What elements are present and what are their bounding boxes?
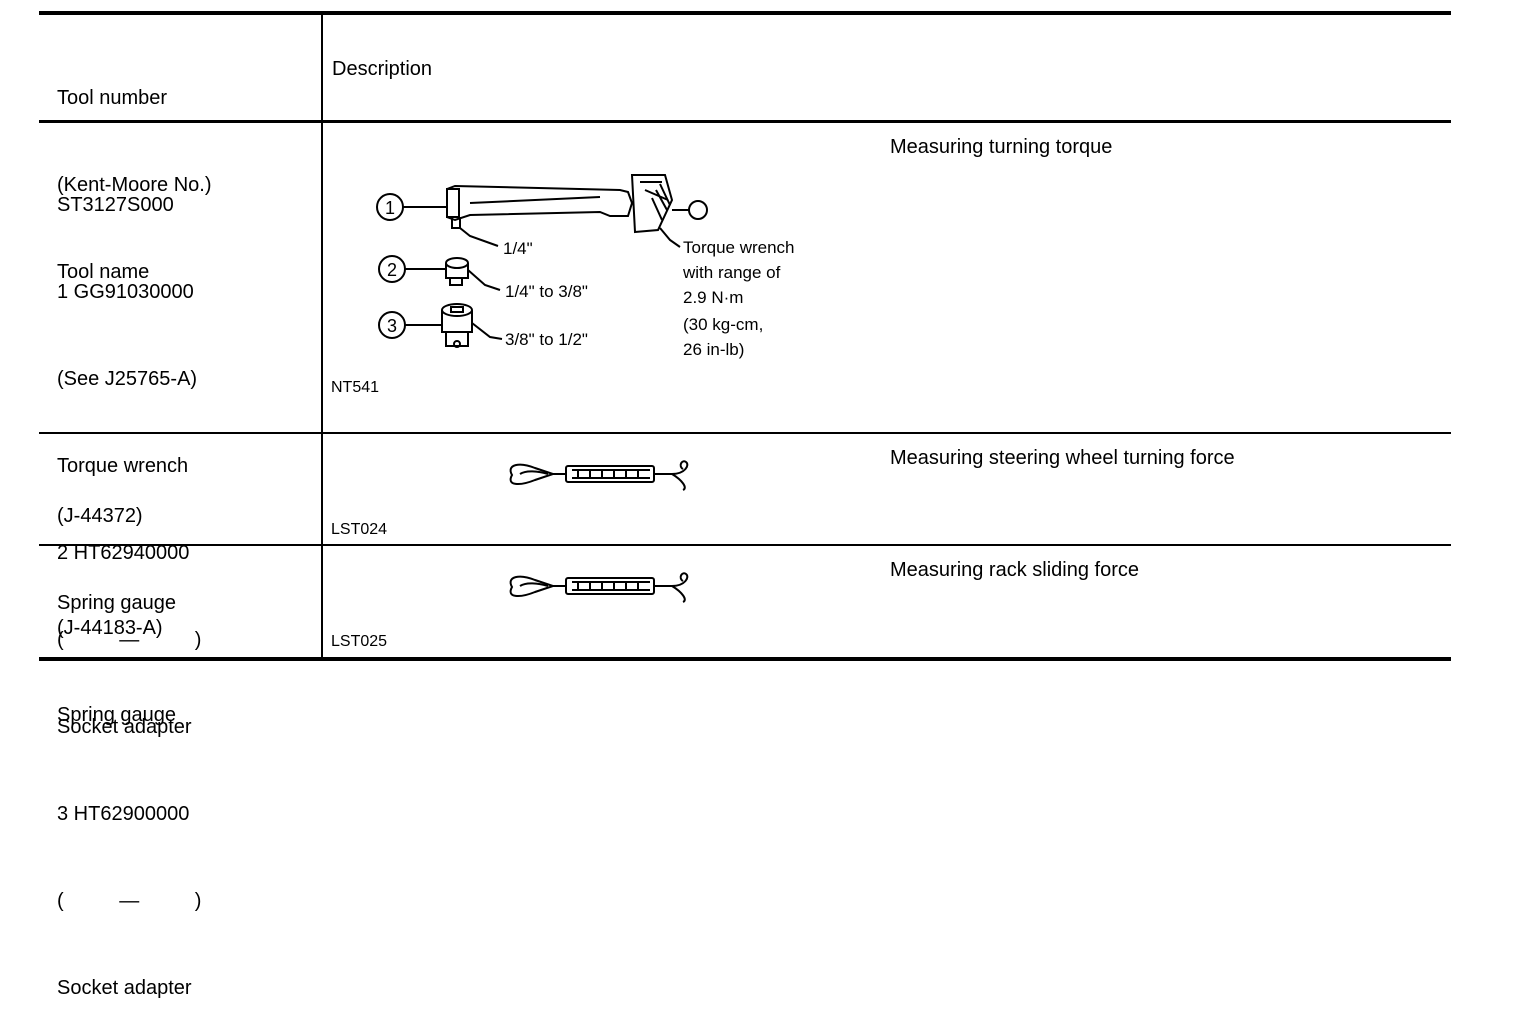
marker-3: 3 xyxy=(387,316,397,336)
tool-line: Spring gauge xyxy=(57,592,176,614)
header-tool-line: Tool number xyxy=(57,87,168,109)
tool-line: 3 HT62900000 xyxy=(57,803,190,825)
header-tool-line: Tool name xyxy=(57,261,150,283)
callout-1-4: 1/4" xyxy=(503,239,533,258)
row-1-usage: Measuring turning torque xyxy=(890,136,1113,158)
row-3-tool-info: (J-44183-A) Spring gauge xyxy=(57,556,176,759)
row-2-figure-code: LST024 xyxy=(331,521,388,538)
header-bottom-rule xyxy=(39,120,1451,123)
torque-note-line: 26 in-lb) xyxy=(683,340,744,359)
torque-note-line: with range of xyxy=(682,263,781,282)
table-bottom-rule xyxy=(39,657,1451,661)
header-tool-line: (Kent-Moore No.) xyxy=(57,174,212,196)
tool-line: Socket adapter xyxy=(57,977,192,999)
tool-line: Spring gauge xyxy=(57,704,176,726)
tool-line: 2 HT62940000 xyxy=(57,542,190,564)
tool-line: (See J25765-A) xyxy=(57,368,198,390)
torque-note-line: (30 kg-cm, xyxy=(683,315,763,334)
row-3-usage: Measuring rack sliding force xyxy=(890,559,1139,581)
row-2-usage: Measuring steering wheel turning force xyxy=(890,447,1235,469)
row-2-bottom-rule xyxy=(39,544,1451,546)
tool-line: ST3127S000 xyxy=(57,194,174,216)
header-description: Description xyxy=(332,58,433,80)
tool-line: ( — ) xyxy=(57,890,202,912)
row-2-tool-info: (J-44372) Spring gauge xyxy=(57,444,176,647)
marker-1: 1 xyxy=(385,198,395,218)
marker-2: 2 xyxy=(387,260,397,280)
torque-note-line: 2.9 N·m xyxy=(683,288,743,307)
row-1-figure-code: NT541 xyxy=(331,379,380,396)
header-tool-column: Tool number (Kent-Moore No.) Tool name xyxy=(57,26,212,316)
table-top-rule xyxy=(39,11,1451,15)
torque-note-line: Torque wrench xyxy=(683,238,795,257)
tool-line: Torque wrench xyxy=(57,455,189,477)
tool-line: ( — ) xyxy=(57,629,202,651)
tool-line: 1 GG91030000 xyxy=(57,281,194,303)
spring-gauge-illustration-1 xyxy=(509,460,689,491)
row-3-figure-code: LST025 xyxy=(331,633,388,650)
tool-line: (J-44183-A) xyxy=(57,617,163,639)
callout-3-8-to-1-2: 3/8" to 1/2" xyxy=(505,330,588,349)
tool-line: (J-44372) xyxy=(57,505,143,527)
column-divider xyxy=(321,14,323,659)
row-1-bottom-rule xyxy=(39,432,1451,434)
callout-1-4-to-3-8: 1/4" to 3/8" xyxy=(505,282,588,301)
spring-gauge-illustration-2 xyxy=(509,572,689,603)
torque-wrench-illustration: 1 2 3 1/4" 1/4" to 3/8" 3/8" to 1/2" Tor… xyxy=(376,174,795,603)
